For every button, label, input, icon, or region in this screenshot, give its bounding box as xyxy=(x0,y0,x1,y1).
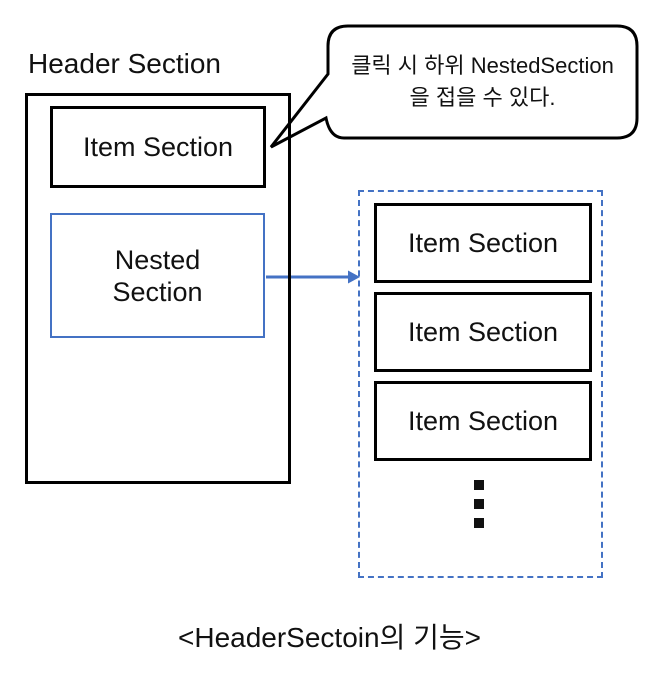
ellipsis-dot xyxy=(474,480,484,490)
nested-section-label-line2: Section xyxy=(112,276,203,307)
callout-line1: 클릭 시 하위 NestedSection xyxy=(351,53,614,78)
ellipsis-dot xyxy=(474,518,484,528)
expanded-item-section-box: Item Section xyxy=(374,203,592,283)
nested-section-label-line1: Nested xyxy=(114,244,201,275)
nested-section-box: Nested Section xyxy=(50,213,265,338)
expanded-item-section-label: Item Section xyxy=(407,317,559,347)
expanded-items-panel xyxy=(358,190,603,578)
callout-line2: 을 접을 수 있다. xyxy=(409,85,556,110)
header-section-box xyxy=(25,93,291,484)
expanded-item-section-label: Item Section xyxy=(407,228,559,258)
speech-bubble xyxy=(269,24,639,149)
ellipsis-dot xyxy=(474,499,484,509)
expand-arrow-head-icon xyxy=(348,270,360,284)
expanded-item-section-label: Item Section xyxy=(407,406,559,436)
expanded-item-section-box: Item Section xyxy=(374,381,592,461)
header-section-title: Header Section xyxy=(28,48,222,79)
expanded-item-section-box: Item Section xyxy=(374,292,592,372)
diagram-caption: <HeaderSectoin의 기능> xyxy=(178,622,481,653)
item-section-box: Item Section xyxy=(50,106,266,188)
item-section-label: Item Section xyxy=(82,132,234,162)
callout-text: 클릭 시 하위 NestedSection 을 접을 수 있다. xyxy=(328,26,637,138)
